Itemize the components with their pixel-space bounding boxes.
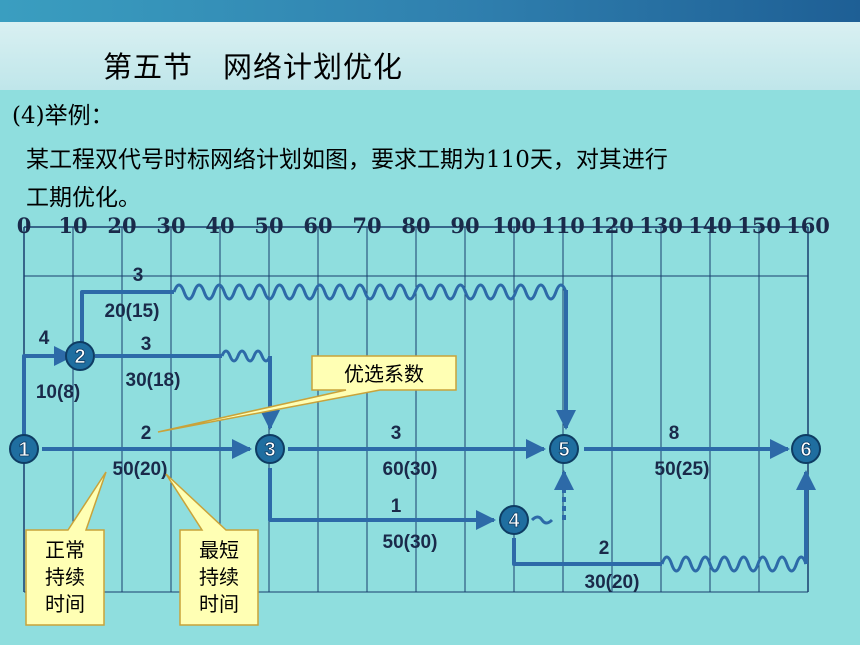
callout-shortest-line-2: 持续 [199,565,239,589]
activity-1-2-arrow [22,346,74,440]
dummy-4-5-wave [530,515,554,525]
callout-normal-duration: 正常 持续 时间 [25,471,107,626]
top-banner [0,0,860,22]
activity-5-6-coef: 8 [669,423,680,444]
activity-4-6-solid [512,538,662,566]
time-tick-60: 60 [303,213,332,238]
time-tick-150: 150 [737,213,781,238]
node-2-circle [65,341,95,371]
time-tick-20: 20 [107,213,136,238]
time-tick-90: 90 [450,213,479,238]
callout-shortest-line-3: 时间 [199,592,239,616]
activity-5-6-duration: 50(25) [655,459,710,480]
activity-2-3-duration: 30(18) [126,370,181,391]
time-tick-40: 40 [205,213,234,238]
callout-optimization-coefficient-text: 优选系数 [344,362,424,386]
time-tick-30: 30 [156,213,185,238]
time-tick-70: 70 [352,213,381,238]
callout-shortest-line-1: 最短 [199,538,239,562]
node-2-label: 2 [74,346,85,368]
time-tick-130: 130 [639,213,683,238]
callout-normal-line-3: 时间 [45,592,85,616]
node-5-label: 5 [558,439,569,461]
activity-2-3-free-float [220,349,272,363]
node-4-label: 4 [508,510,520,532]
node-3-circle [255,434,285,464]
node-1: 1 [9,434,39,464]
callout-optimization-coefficient: 优选系数 [157,355,457,433]
activity-1-3-coef: 2 [141,423,152,444]
activity-4-6-duration: 30(20) [585,572,640,593]
description-line-1: 某工程双代号时标网络计划如图，要求工期为110天，对其进行 [26,147,668,173]
node-3: 3 [255,434,285,464]
activity-1-2-coef: 4 [39,328,50,349]
activity-1-3-duration: 50(20) [113,459,168,480]
activity-4-6-free-float [660,555,808,573]
time-tick-120: 120 [590,213,634,238]
slide-title: 第五节 网络计划优化 [103,50,404,84]
time-tick-10: 10 [58,213,87,238]
time-tick-0: 0 [17,213,32,238]
node-3-label: 3 [264,439,275,461]
time-tick-110: 110 [541,213,585,238]
node-5-circle [549,434,579,464]
activity-2-5-duration: 20(15) [105,301,160,322]
activity-1-2-duration: 10(8) [36,382,80,403]
node-5: 5 [549,434,579,464]
activity-4-6-coef: 2 [599,538,610,559]
node-1-circle [9,434,39,464]
node-2: 2 [65,341,95,371]
activity-3-5-duration: 60(30) [383,459,438,480]
activity-2-5-coef: 3 [133,265,144,286]
node-6-label: 6 [800,439,811,461]
time-tick-50: 50 [254,213,283,238]
activity-3-4-duration: 50(30) [383,532,438,553]
time-tick-140: 140 [688,213,732,238]
callout-shortest-duration: 最短 持续 时间 [165,473,259,626]
description-line-2: 工期优化。 [26,185,141,211]
time-tick-80: 80 [401,213,430,238]
activity-3-4-arrow [268,468,496,530]
node-4: 4 [499,505,529,535]
node-6: 6 [791,434,821,464]
time-tick-160: 160 [786,213,830,238]
activity-2-5-free-float [172,283,568,301]
callout-normal-line-1: 正常 [45,538,85,562]
time-tick-100: 100 [492,213,536,238]
node-6-circle [791,434,821,464]
subheading: (4)举例： [12,103,114,129]
activity-3-4-coef: 1 [391,496,402,517]
callout-normal-line-2: 持续 [45,565,85,589]
node-1-label: 1 [18,439,29,461]
node-4-circle [499,505,529,535]
activity-3-5-coef: 3 [391,423,402,444]
activity-2-5-solid [80,290,174,346]
title-bar [0,22,860,90]
activity-2-3-coef: 3 [141,334,152,355]
